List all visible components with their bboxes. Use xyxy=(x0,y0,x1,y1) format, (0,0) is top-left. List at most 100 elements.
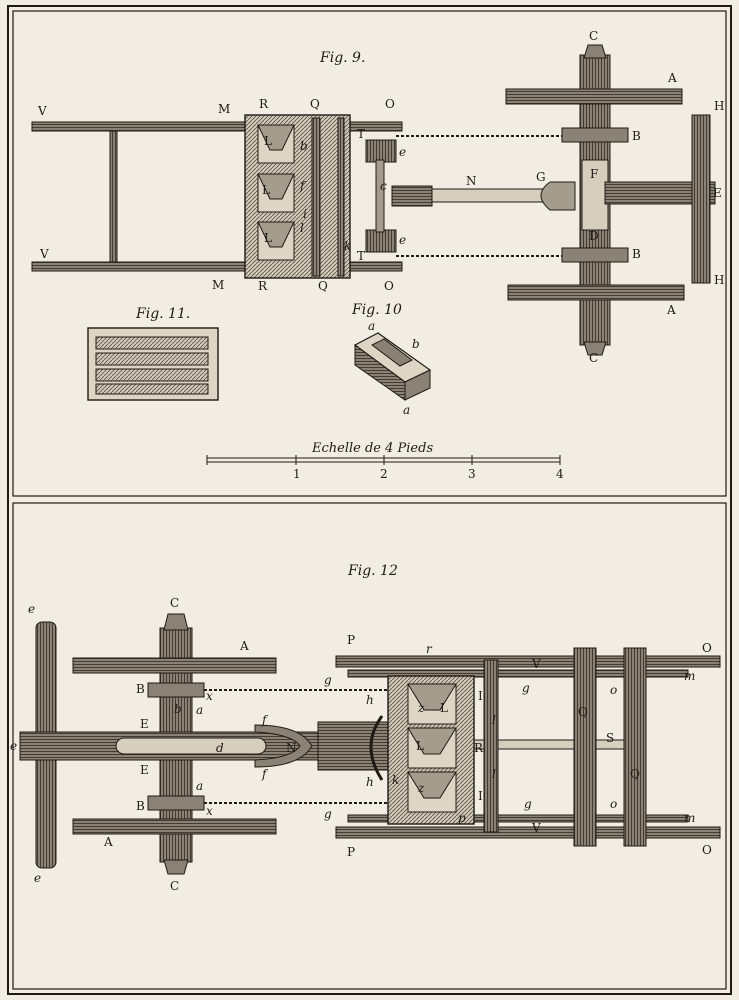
fig12-axle-cap-top xyxy=(163,613,189,631)
fig12-label-e-top: e xyxy=(28,602,35,616)
fig9-label-F: F xyxy=(590,167,598,181)
fig12-label-Q-bottom: Q xyxy=(630,767,640,781)
fig9-label-O-bottom: O xyxy=(384,279,394,293)
fig12-label-O-bottom: O xyxy=(702,843,712,857)
fig12-funnel-3 xyxy=(407,771,457,799)
fig12-label-p: p xyxy=(458,811,466,825)
fig9-label-C-bottom: C xyxy=(589,351,598,365)
figure-11: Fig. 11. xyxy=(87,306,219,401)
fig12-cross-2 xyxy=(623,647,647,847)
fig9-slider xyxy=(391,185,433,207)
fig12-label-Q-top: Q xyxy=(578,705,588,719)
fig12-label-E-bottom: E xyxy=(140,763,149,777)
fig12-label-m-bottom: m xyxy=(684,811,695,825)
fig9-title: Fig. 9. xyxy=(319,50,365,66)
fig9-pulley-bottom xyxy=(561,247,629,263)
fig9-label-c: c xyxy=(380,179,387,193)
fig9-wheel-top xyxy=(505,88,683,105)
fig10-trough xyxy=(371,338,413,367)
fig9-gear-top xyxy=(365,139,397,163)
fig9-label-D: D xyxy=(589,229,599,243)
fig12-cross-1 xyxy=(573,647,597,847)
fig12-label-l-bottom: l xyxy=(492,767,496,781)
scale-label-1: 1 xyxy=(293,467,301,481)
fig11-title: Fig. 11. xyxy=(135,306,190,322)
outer-border xyxy=(7,5,732,995)
figure-9: Fig. 9. xyxy=(31,29,724,365)
fig11-roller-2 xyxy=(95,352,209,366)
fig10-label-a-top: a xyxy=(368,319,375,333)
fig9-label-Q-top: Q xyxy=(310,97,320,111)
fig9-label-B-bottom: B xyxy=(632,247,641,261)
fig12-label-R: R xyxy=(474,741,484,755)
fig9-label-V-top: V xyxy=(37,104,47,118)
fig9-label-R-top: R xyxy=(259,97,269,111)
fig12-axle-cap-bottom xyxy=(163,859,189,875)
fig12-label-O-top: O xyxy=(702,641,712,655)
fig12-label-o-bottom: o xyxy=(610,797,617,811)
fig9-label-k: k xyxy=(344,239,351,253)
fig12-label-V-bottom: V xyxy=(531,821,541,835)
upper-panel-border xyxy=(12,10,727,497)
fig12-label-f-top: f xyxy=(261,713,269,727)
fig11-roller-1 xyxy=(95,336,209,350)
fig12-pole-tube xyxy=(115,737,267,755)
fig12-label-A-top: A xyxy=(239,639,249,653)
fig11-roller-4 xyxy=(95,383,209,395)
fig12-label-V-top: V xyxy=(531,657,541,671)
fig12-label-B-top: B xyxy=(136,682,145,696)
fig9-pulley-top xyxy=(561,127,629,143)
fig11-roller-3 xyxy=(95,368,209,382)
fig9-axle-cap-top xyxy=(583,44,607,59)
fig9-funnel-2 xyxy=(257,173,295,200)
fig12-label-z-top: z xyxy=(417,701,425,715)
figure-10: Fig. 10 a b a xyxy=(351,302,432,417)
fig12-funnel-2 xyxy=(407,727,457,755)
fig9-label-B-top: B xyxy=(632,129,641,143)
fig12-label-g-bottom-right: g xyxy=(524,797,532,811)
fig12-label-g-bottom: g xyxy=(324,807,332,821)
fig12-rail-lower-inner xyxy=(347,814,689,823)
fig12-pulley-top xyxy=(147,682,205,698)
fig12-label-l-top: l xyxy=(492,713,496,727)
fig12-label-L-mid: L xyxy=(416,739,424,753)
fig9-label-O-top: O xyxy=(385,97,395,111)
fig12-label-f-bottom: f xyxy=(261,767,269,781)
fig12-label-P-top: P xyxy=(347,633,355,647)
fig12-label-L-top: L xyxy=(440,701,448,715)
scale-label-2: 2 xyxy=(380,467,388,481)
fig9-label-G: G xyxy=(536,170,546,184)
fig9-beam-bottom xyxy=(31,261,403,272)
fig9-hub xyxy=(581,159,609,231)
figure-12: Fig. 12 xyxy=(10,563,721,893)
fig9-label-L-1: L xyxy=(264,134,272,148)
fig12-label-e-left: e xyxy=(10,739,17,753)
fig12-label-C-top: C xyxy=(170,596,179,610)
fig12-wheel-top xyxy=(72,657,277,674)
fig9-gear-bottom xyxy=(365,229,397,253)
fig9-label-e-top: e xyxy=(399,145,406,159)
fig9-axle-cap-bottom xyxy=(583,341,607,356)
fig12-wheel-bottom xyxy=(72,818,277,835)
fig9-shaft-vertical xyxy=(311,117,321,277)
fig12-label-A-bottom: A xyxy=(103,835,113,849)
fig9-label-H-bottom: H xyxy=(714,273,724,287)
fig12-label-N: N xyxy=(286,741,297,755)
fig9-label-Q-bottom: Q xyxy=(318,279,328,293)
fig9-label-T-bottom: T xyxy=(357,249,365,263)
fig12-label-x-top: x xyxy=(206,689,213,703)
fig9-label-E: E xyxy=(713,186,722,200)
fig12-label-d: d xyxy=(216,741,224,755)
fig9-shaft-vertical-2 xyxy=(337,117,345,277)
fig12-label-b-top: b xyxy=(174,702,182,716)
fig10-label-b: b xyxy=(412,337,420,351)
scale-label-3: 3 xyxy=(468,467,476,481)
fig10-label-a-bottom: a xyxy=(403,403,410,417)
fig12-cross-3 xyxy=(483,659,499,833)
fig12-arc-guide xyxy=(369,715,384,781)
fig12-label-e-bottom: e xyxy=(34,871,41,885)
fig12-label-C-bottom: C xyxy=(170,879,179,893)
fig9-beam-top xyxy=(31,121,403,132)
fig12-label-g-top: g xyxy=(324,673,332,687)
